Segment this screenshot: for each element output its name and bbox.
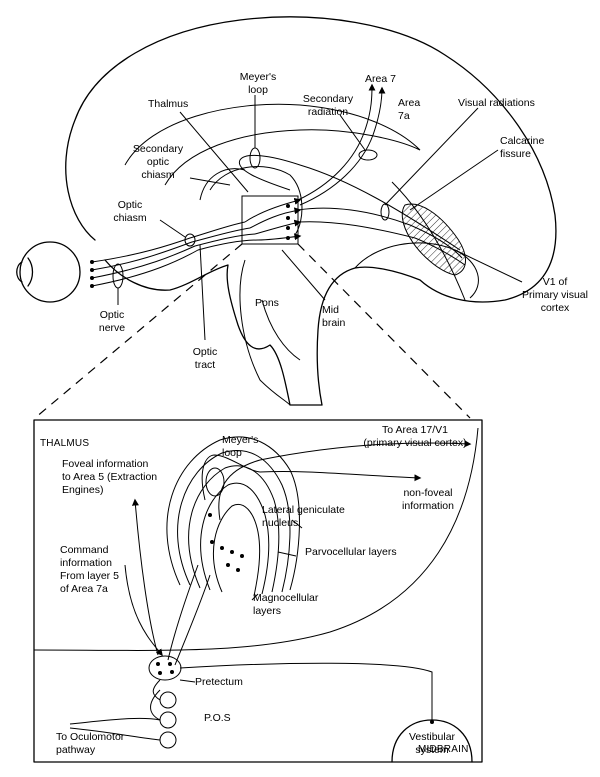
optic-chiasm-ring xyxy=(184,233,196,247)
expansion-line-right xyxy=(297,243,471,419)
optic-pathway xyxy=(91,197,302,289)
inset-illustration xyxy=(33,427,479,763)
fibre-to-v1 xyxy=(218,440,472,521)
inset-labels: THALMUS MIDBRAIN To Area 17/V1(primary v… xyxy=(40,424,469,756)
pos-circle-1 xyxy=(159,691,177,709)
label-pretectum: Pretectum xyxy=(195,676,243,688)
calcarine-fissure-line xyxy=(391,181,466,301)
inset-frame xyxy=(33,419,483,763)
label-to-area17: To Area 17/V1(primary visual cortex) xyxy=(363,424,466,449)
meyers-loop-fibres xyxy=(238,155,461,251)
brainstem xyxy=(239,259,291,406)
label-parvocellular: Parvocellular layers xyxy=(305,546,397,558)
eye xyxy=(16,241,94,303)
secondary-radiation-fibres xyxy=(297,83,376,201)
fibre-to-area5 xyxy=(131,498,159,656)
label-visual-radiations: Visual radiations xyxy=(458,97,535,109)
v1-hatched-region xyxy=(401,203,466,276)
expansion-line-left xyxy=(34,243,243,419)
label-pons: Pons xyxy=(255,297,279,309)
label-corner-thalmus: THALMUS xyxy=(40,438,89,449)
label-pos: P.O.S xyxy=(204,712,231,724)
label-thalmus: Thalmus xyxy=(148,98,188,110)
pos-circle-3 xyxy=(159,731,177,749)
pos-circle-2 xyxy=(159,711,177,729)
corpus-callosum xyxy=(124,103,421,186)
thalamus-region xyxy=(209,166,303,236)
fibre-meyers-loop xyxy=(201,454,422,501)
thalamus-inset-box xyxy=(241,195,299,245)
label-area7: Area 7 xyxy=(365,73,396,85)
label-corner-midbrain: MIDBRAIN xyxy=(418,744,469,755)
fibre-from-area7a xyxy=(124,564,163,657)
pretectum-ellipse xyxy=(148,655,182,681)
brain-outline xyxy=(65,16,557,406)
lgn-layers xyxy=(166,436,300,597)
leader-lines xyxy=(117,95,523,341)
brain-illustration xyxy=(16,16,557,419)
thalamus-boundary xyxy=(33,427,479,651)
